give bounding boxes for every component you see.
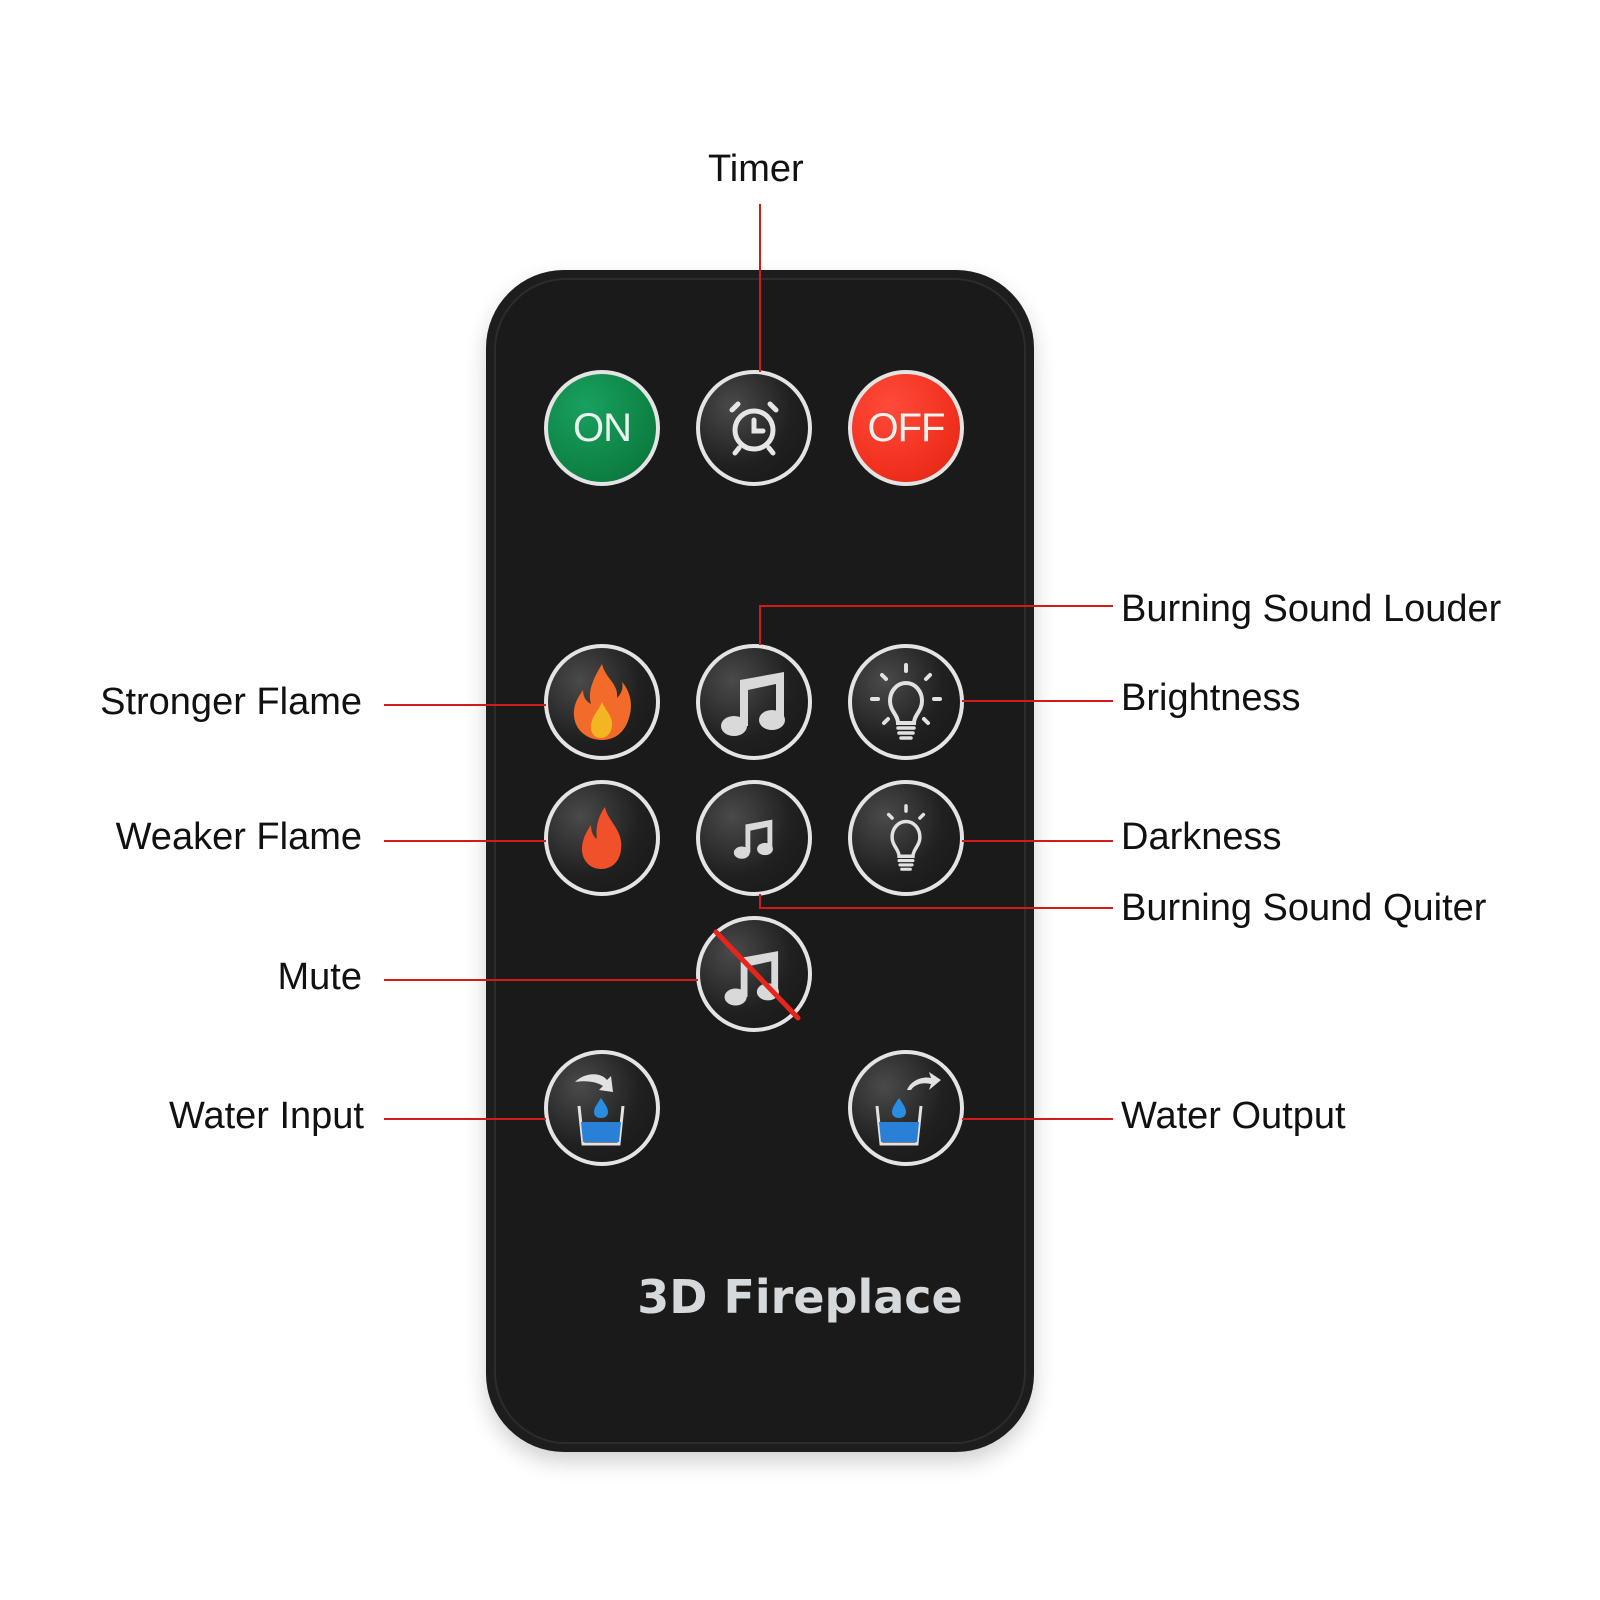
sound-louder-button[interactable]	[696, 644, 812, 760]
leader-line-quieter-v	[759, 894, 761, 908]
leader-line-louder-v	[759, 605, 761, 645]
leader-line-louder-h	[759, 605, 1113, 607]
large-music-note-icon	[718, 666, 790, 738]
small-music-note-icon	[732, 816, 776, 860]
timer-button[interactable]	[696, 370, 812, 486]
weaker-flame-button[interactable]	[544, 780, 660, 896]
water-input-button[interactable]	[544, 1050, 660, 1166]
large-flame-icon	[569, 662, 635, 742]
callout-brightness: Brightness	[1121, 677, 1301, 719]
leader-line-water-input	[384, 1118, 546, 1120]
leader-line-quieter-h	[759, 907, 1113, 909]
small-flame-icon	[577, 805, 627, 871]
on-label: ON	[573, 405, 632, 450]
leader-line-stronger-flame	[384, 704, 546, 706]
brand-logo-text: 3D Fireplace	[637, 1270, 963, 1324]
water-output-button[interactable]	[848, 1050, 964, 1166]
stronger-flame-button[interactable]	[544, 644, 660, 760]
leader-line-weaker-flame	[384, 840, 546, 842]
brightness-button[interactable]	[848, 644, 964, 760]
callout-water-input: Water Input	[168, 1095, 364, 1137]
water-glass-out-icon	[871, 1068, 941, 1148]
lightbulb-dim-icon	[873, 798, 939, 878]
leader-line-timer	[759, 204, 761, 372]
lightbulb-rays-icon	[868, 661, 944, 743]
callout-weaker-flame: Weaker Flame	[115, 816, 362, 858]
darkness-button[interactable]	[848, 780, 964, 896]
sound-quieter-button[interactable]	[696, 780, 812, 896]
off-label: OFF	[867, 405, 946, 450]
callout-darkness: Darkness	[1121, 816, 1282, 858]
leader-line-darkness	[962, 840, 1113, 842]
callout-burning-sound-quieter: Burning Sound Quiter	[1121, 887, 1487, 929]
leader-line-brightness	[962, 700, 1113, 702]
callout-mute: Mute	[277, 956, 362, 998]
water-glass-in-icon	[567, 1068, 637, 1148]
callout-burning-sound-louder: Burning Sound Louder	[1121, 588, 1502, 630]
leader-line-water-output	[962, 1118, 1113, 1120]
off-button[interactable]: OFF	[848, 370, 964, 486]
callout-timer: Timer	[708, 148, 804, 190]
mute-button[interactable]	[696, 916, 812, 1032]
leader-line-mute	[384, 979, 698, 981]
muted-music-note-icon	[704, 924, 804, 1024]
on-button[interactable]: ON	[544, 370, 660, 486]
callout-water-output: Water Output	[1121, 1095, 1346, 1137]
callout-stronger-flame: Stronger Flame	[100, 681, 362, 723]
alarm-clock-icon	[722, 396, 786, 460]
